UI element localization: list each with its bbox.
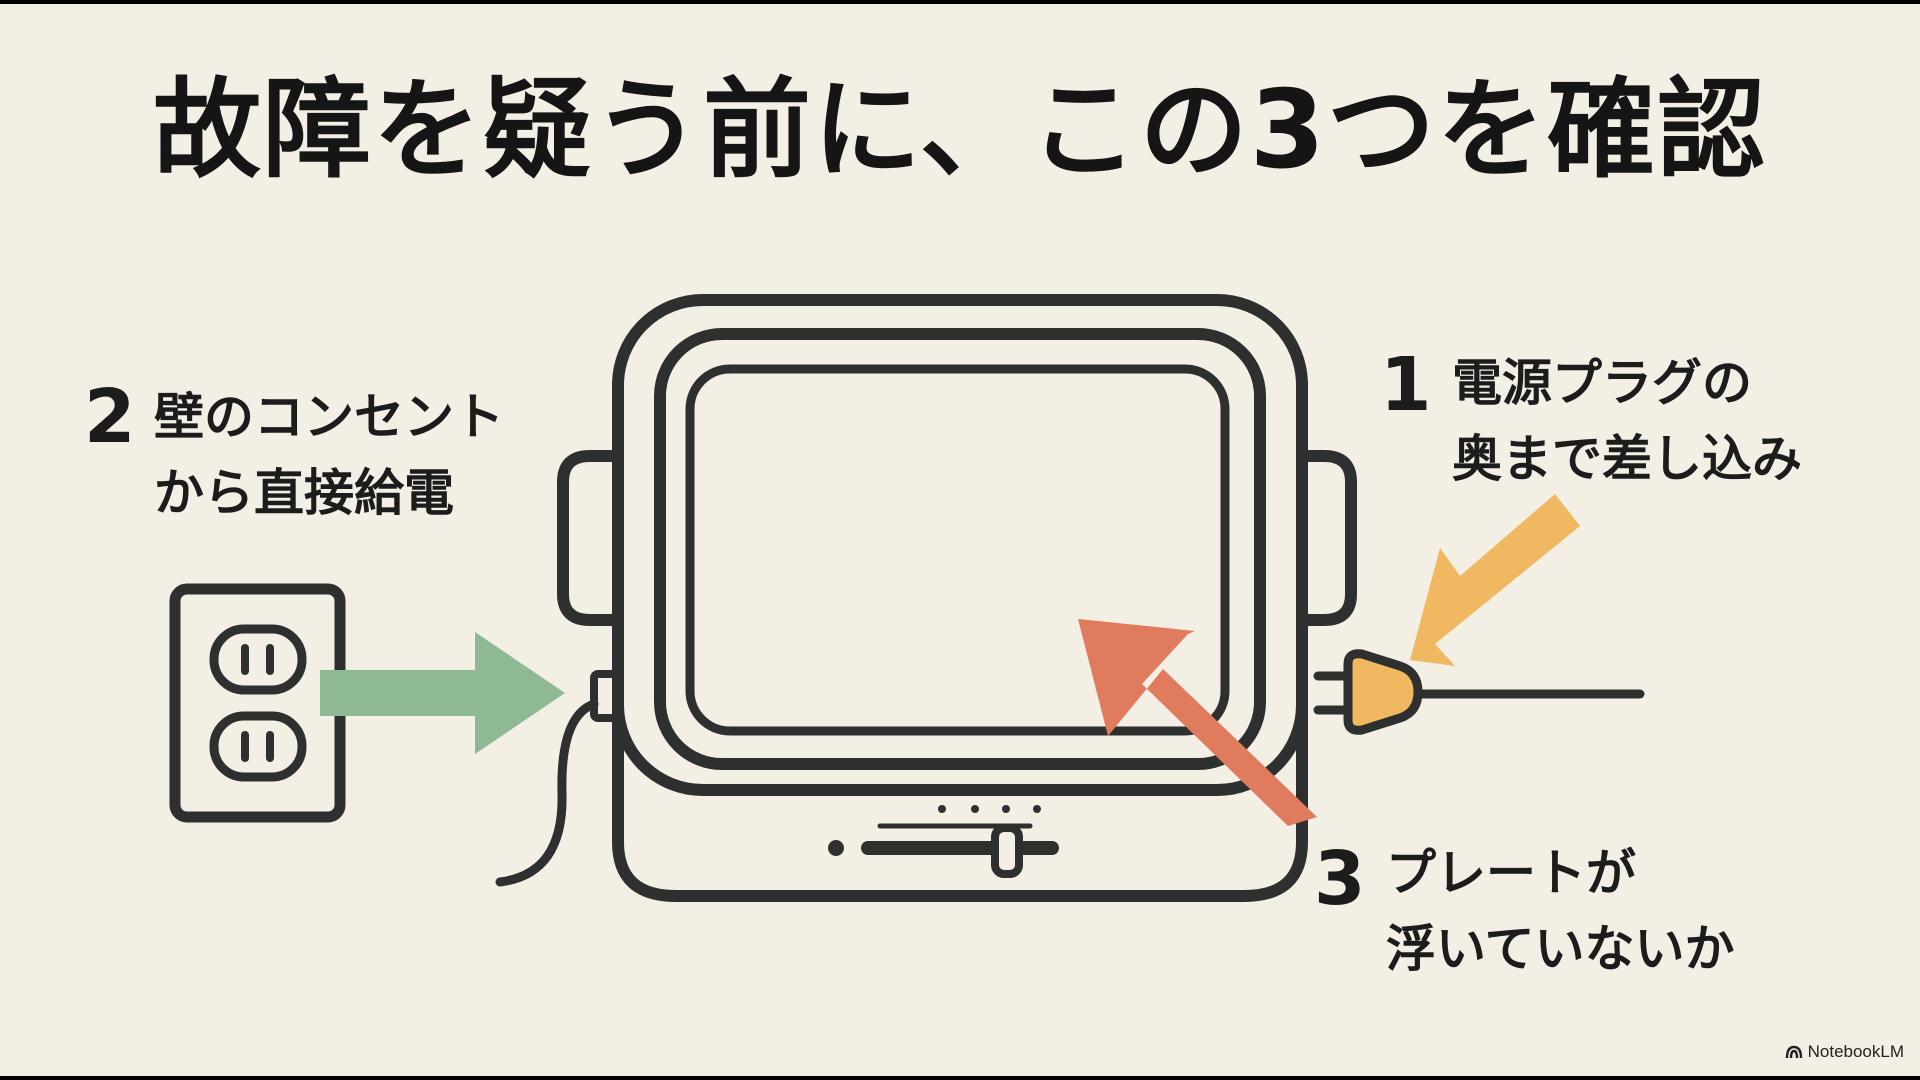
power-plug-icon: [1313, 649, 1645, 735]
arrow-1-icon: [1410, 494, 1580, 666]
slide: 故障を疑う前に、この3つを確認: [0, 4, 1920, 1076]
callout-2-number: 2: [84, 374, 136, 460]
callout-1-line-2: 奥まで差し込み: [1452, 430, 1802, 488]
callout-1-number: 1: [1380, 342, 1432, 428]
callout-1-line-1: 電源プラグの: [1452, 354, 1752, 412]
callout-3-number: 3: [1314, 836, 1366, 922]
page-title: 故障を疑う前に、この3つを確認: [153, 68, 1767, 193]
callout-3-line-1: プレートが: [1386, 844, 1636, 902]
brand-label: NotebookLM: [1807, 1042, 1904, 1061]
callout-2-line-1: 壁のコンセント: [154, 388, 504, 446]
power-cord-icon: [495, 670, 620, 887]
callout-3-line-2: 浮いていないか: [1386, 920, 1735, 978]
callout-1: 1 電源プラグの 奥まで差し込み: [1380, 348, 1860, 488]
diagram-illustration: [169, 294, 1645, 902]
wall-outlet-icon: [169, 583, 346, 823]
callout-2-line-2: から直接給電: [154, 464, 454, 522]
arrow-3-icon: [1078, 619, 1317, 826]
notebooklm-logo-icon: [1785, 1045, 1802, 1059]
brand-watermark: NotebookLM: [1785, 1042, 1904, 1062]
hot-plate-icon: [557, 294, 1357, 902]
arrow-2-icon: [320, 632, 565, 754]
callout-2: 2 壁のコンセント から直接給電: [84, 380, 554, 520]
callout-3: 3 プレートが 浮いていないか: [1314, 842, 1764, 982]
